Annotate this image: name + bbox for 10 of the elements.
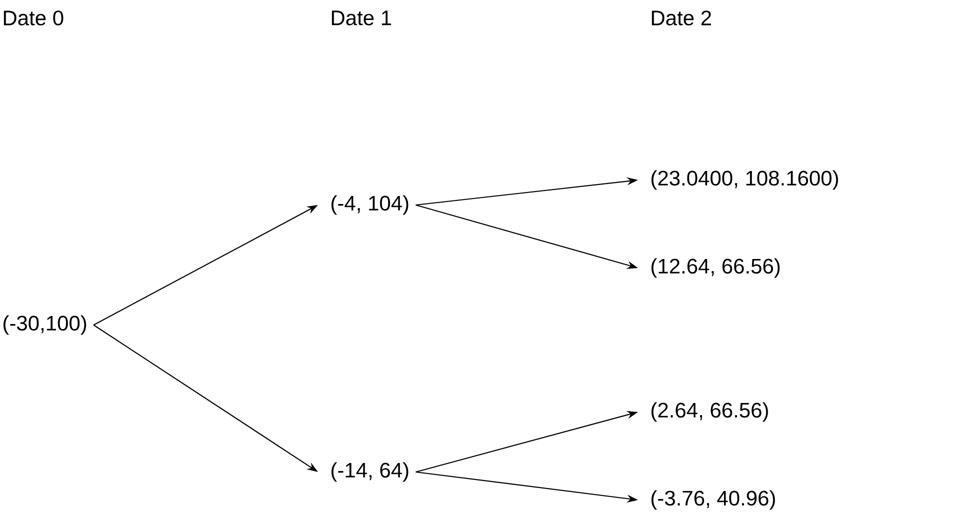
value-pair: (-4, 104) [332, 195, 408, 215]
value-pair: (-3.76, 40.96) [652, 490, 775, 510]
value-pair: (-14, 64) [332, 462, 408, 482]
value-pair: (-30,100) [4, 315, 86, 335]
date-label: Date 1 [332, 10, 392, 26]
value-pair: (2.64, 66.56) [652, 402, 768, 422]
date-label: Date 2 [652, 10, 711, 26]
value-pair: (12.64, 66.56) [652, 258, 780, 278]
date-label: Date 0 [4, 10, 64, 26]
value-pair: (23.0400, 108.1600) [652, 170, 838, 190]
